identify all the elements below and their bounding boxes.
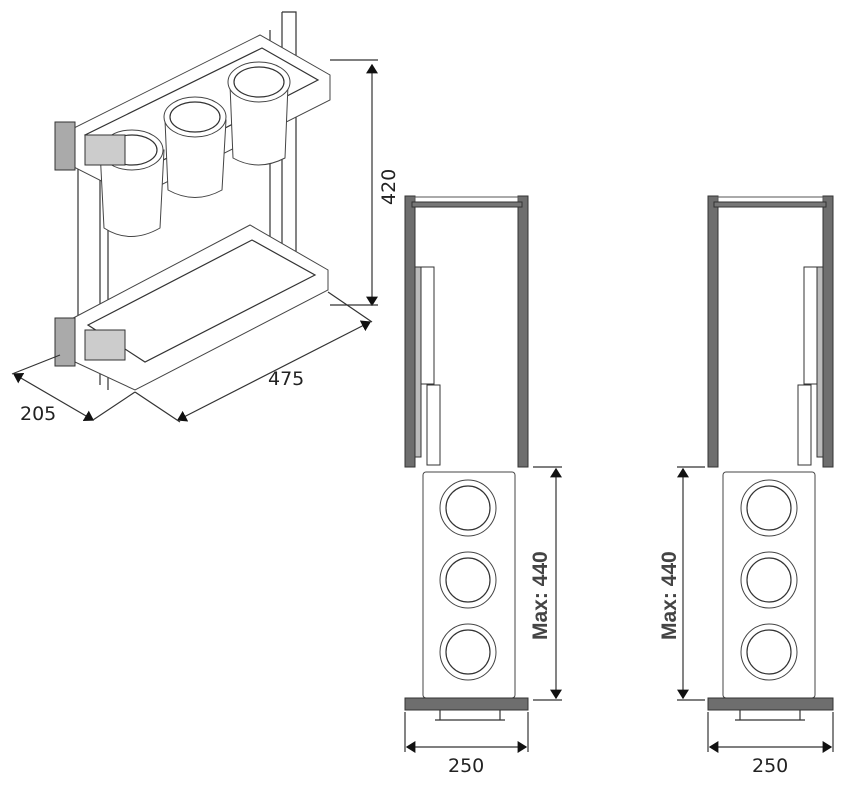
front-view-right: Max: 440 250	[658, 195, 834, 777]
cabinet-width-label: 250	[448, 755, 484, 777]
cup-circles	[740, 479, 798, 681]
cups	[99, 61, 291, 237]
base-panel	[404, 697, 529, 711]
base-panel	[707, 697, 834, 711]
height-dimension-label: 420	[378, 169, 400, 205]
max-extension-label: Max: 440	[529, 551, 552, 640]
cabinet-width-label: 250	[752, 755, 788, 777]
width-dimension-label: 205	[20, 403, 56, 425]
front-view-left: Max: 440 250	[404, 195, 562, 777]
max-extension-label: Max: 440	[658, 551, 681, 640]
isometric-basket: 420 475 205	[11, 11, 400, 425]
depth-dimension-label: 475	[268, 368, 304, 390]
cup-circles	[439, 479, 497, 681]
